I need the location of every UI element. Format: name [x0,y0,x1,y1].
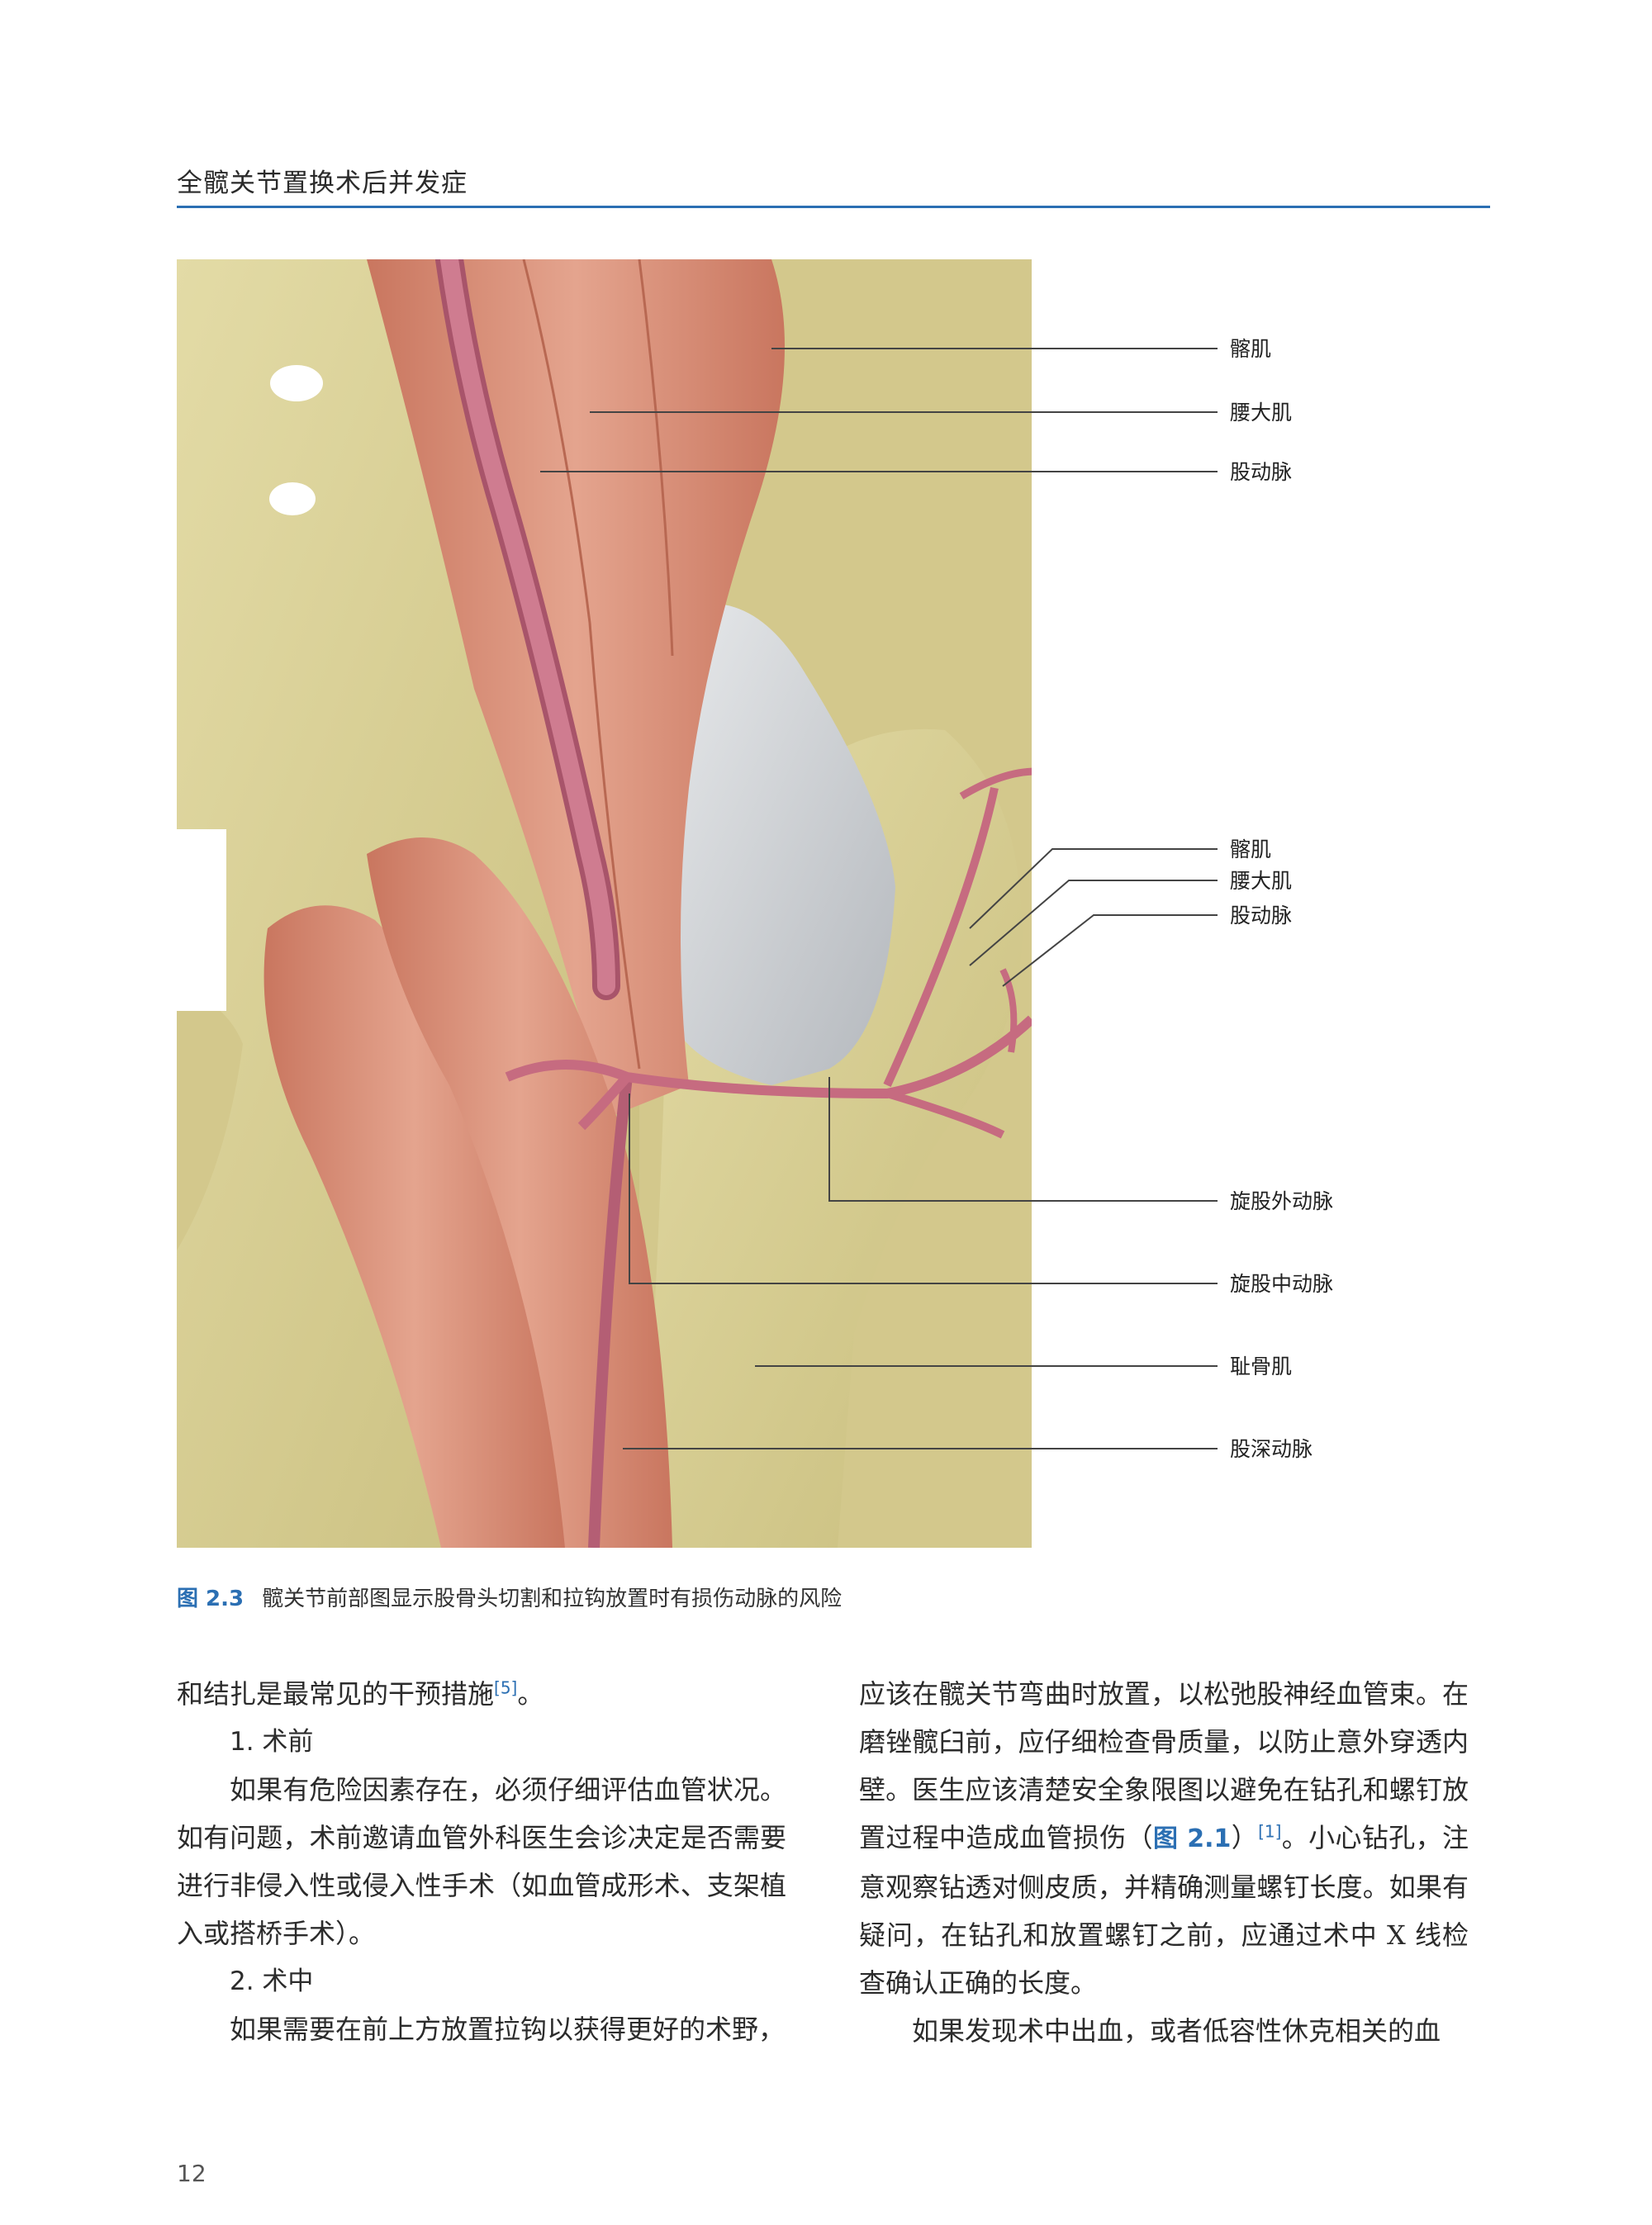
label-femoral-artery-mid: 股动脉 [1230,904,1292,927]
citation: [1] [1258,1821,1282,1842]
figure-caption: 图 2.3 髋关节前部图显示股骨头切割和拉钩放置时有损伤动脉的风险 [177,1582,842,1612]
section-heading-intraop: 2. 术中 [230,1966,314,1996]
right-column: 应该在髋关节弯曲时放置，以松弛股神经血管束。在磨锉髋臼前，应仔细检查骨质量，以防… [859,1670,1469,2055]
label-psoas-top: 腰大肌 [1230,401,1292,425]
medial-circumflex-artery [577,1074,631,1131]
label-medial-circumflex: 旋股中动脉 [1230,1272,1333,1296]
paragraph: 如果需要在前上方放置拉钩以获得更好的术野， [230,2014,786,2045]
section-heading-preop: 1. 术前 [230,1727,314,1757]
caption-text: 髋关节前部图显示股骨头切割和拉钩放置时有损伤动脉的风险 [262,1587,843,1611]
label-iliacus-top: 髂肌 [1230,337,1271,361]
anatomy-figure: 髂肌 腰大肌 股动脉 髂肌 腰大肌 股动脉 旋股外动脉 旋股中动脉 耻骨肌 股深… [177,259,1490,1548]
figure-number: 图 2.3 [177,1587,244,1611]
left-column: 和结扎是最常见的干预措施[5]。 1. 术前 如果有危险因素存在，必须仔细评估血… [177,1670,786,2053]
paragraph: 和结扎是最常见的干预措施[5]。 [177,1677,544,1710]
pectineus-muscle [367,837,672,1548]
ascending-branch [883,786,999,1088]
label-deep-femoral: 股深动脉 [1230,1437,1313,1461]
psoas-muscle [367,259,785,1118]
adductor-muscle [263,905,565,1548]
citation: [5] [494,1677,518,1698]
label-lateral-circumflex: 旋股外动脉 [1230,1189,1333,1213]
figure-reference[interactable]: 图 2.1 [1153,1824,1232,1853]
paragraph: 如果发现术中出血，或者低容性休克相关的血 [912,2015,1441,2047]
label-psoas-mid: 腰大肌 [1230,869,1292,893]
paragraph: 应该在髋关节弯曲时放置，以松弛股神经血管束。在磨锉髋臼前，应仔细检查骨质量，以防… [859,1678,1469,1999]
lateral-circumflex-artery [505,1015,1036,1099]
pubic-gap [177,829,226,1011]
paragraph: 如果有危险因素存在，必须仔细评估血管状况。如有问题，术前邀请血管外科医生会诊决定… [177,1774,786,1949]
sacral-foramen-1 [270,365,323,401]
label-pectineus: 耻骨肌 [1230,1354,1292,1378]
leader-lines [540,348,1218,1449]
running-header: 全髋关节置换术后并发症 [177,168,468,198]
header-rule [177,206,1490,208]
label-iliacus-mid: 髂肌 [1230,837,1271,861]
deep-femoral-artery [588,1076,633,1548]
sacral-foramen-2 [269,482,316,515]
label-femoral-artery-top: 股动脉 [1230,460,1292,484]
page-number: 12 [177,2160,206,2187]
anatomy-illustration: 髂肌 腰大肌 股动脉 髂肌 腰大肌 股动脉 旋股外动脉 旋股中动脉 耻骨肌 股深… [177,259,1490,1548]
joint-capsule [676,603,895,1085]
